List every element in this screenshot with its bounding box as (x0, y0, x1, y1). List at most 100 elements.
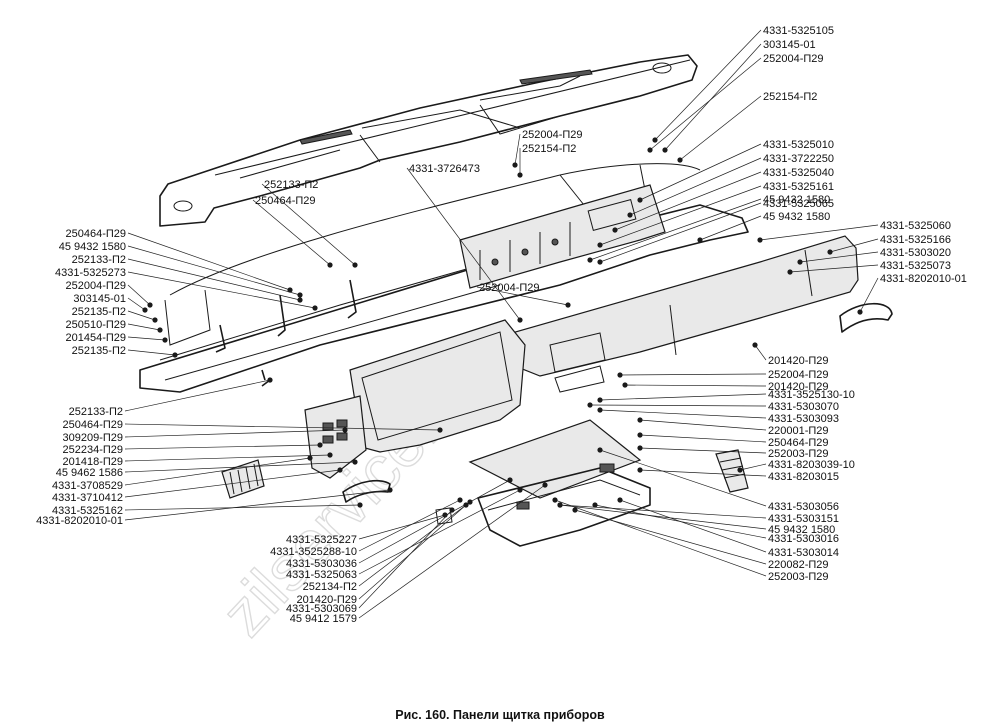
part-label: 252135-П2 (72, 345, 126, 357)
callout-labels: 4331-5325105303145-01252004-П29252154-П2… (36, 25, 967, 625)
part-label: 252134-П2 (303, 581, 357, 593)
fastener-marker (637, 467, 643, 473)
part-label: 4331-5325040 (763, 167, 834, 179)
part-label: 303145-01 (763, 39, 816, 51)
leader-line (559, 504, 767, 530)
leader-line (639, 447, 767, 454)
part-label: 4331-5325065 (763, 198, 834, 210)
fastener-marker (662, 147, 668, 153)
part-label: 252133-П2 (72, 254, 126, 266)
leader-line (127, 323, 161, 331)
fastener-marker (572, 507, 578, 513)
part-label: 250464-П29 (62, 419, 123, 431)
part-label: 4331-5325073 (880, 260, 951, 272)
part-label: 220082-П29 (768, 559, 829, 571)
leader-line (629, 157, 762, 216)
fastener-marker (637, 432, 643, 438)
part-label: 4331-5303014 (768, 547, 839, 559)
part-label: 4331-3726473 (409, 163, 480, 175)
part-label: 4331-5325227 (286, 534, 357, 546)
fastener-marker (617, 372, 623, 378)
callout-leaders (124, 29, 879, 619)
figure-caption: Рис. 160. Панели щитка приборов (395, 708, 605, 722)
fastener-marker (517, 487, 523, 493)
fastener-marker (297, 292, 303, 298)
fastener-marker (337, 467, 343, 473)
fastener-marker (157, 327, 163, 333)
leader-line (124, 457, 311, 486)
leader-line (124, 429, 346, 438)
part-label: 4331-8202010-01 (880, 273, 967, 285)
part-label: 252135-П2 (72, 306, 126, 318)
fastener-marker (652, 137, 658, 143)
leader-line (127, 349, 176, 356)
leader-line (124, 423, 441, 431)
part-label: 252004-П29 (479, 282, 540, 294)
part-label: 4331-5303056 (768, 501, 839, 513)
leader-line (127, 245, 301, 296)
leader-line (124, 454, 331, 462)
part-label: 252004-П29 (768, 369, 829, 381)
part-label: 250464-П29 (65, 228, 126, 240)
fastener-marker (507, 477, 513, 483)
leader-line (599, 393, 767, 401)
fastener-marker (647, 147, 653, 153)
leader-line (124, 461, 356, 473)
fastener-marker (147, 302, 153, 308)
leader-line (639, 419, 767, 431)
leader-line (799, 251, 879, 263)
glove-box (468, 419, 651, 547)
leader-line (514, 133, 521, 166)
small-brackets (215, 279, 357, 387)
leader-line (127, 258, 301, 301)
fastener-marker (617, 497, 623, 503)
fastener-marker (552, 497, 558, 503)
leader-line (406, 167, 521, 321)
leader-line (599, 449, 767, 507)
leader-line (124, 489, 391, 521)
fastener-marker (797, 259, 803, 265)
fastener-marker (637, 197, 643, 203)
part-label: 4331-3710412 (52, 492, 123, 504)
leader-line (829, 238, 879, 253)
part-label: 201418-П29 (62, 456, 123, 468)
leader-line (639, 434, 767, 443)
part-label: 4331-3525130-10 (768, 389, 855, 401)
leader-line (358, 514, 446, 540)
fastener-marker (597, 447, 603, 453)
fastener-marker (597, 259, 603, 265)
leader-line (639, 143, 762, 201)
part-label: 4331-5303069 (286, 603, 357, 615)
leader-line (759, 224, 879, 241)
fastener-marker (327, 452, 333, 458)
fastener-marker (297, 297, 303, 303)
fastener-marker (542, 482, 548, 488)
part-label: 4331-8203015 (768, 471, 839, 483)
fastener-marker (597, 242, 603, 248)
leader-line (614, 171, 762, 231)
leader-line (589, 404, 767, 407)
fastener-marker (787, 269, 793, 275)
leader-line (127, 284, 151, 306)
leader-line (124, 469, 341, 498)
fastener-marker (327, 262, 333, 268)
part-label: 252133-П2 (264, 179, 318, 191)
fastener-marker (557, 502, 563, 508)
fastener-marker (437, 427, 443, 433)
fastener-marker (737, 467, 743, 473)
leader-line (358, 489, 521, 575)
part-label: 45 9412 1579 (290, 613, 357, 625)
part-label: 201420-П29 (296, 594, 357, 606)
part-label: 252133-П2 (69, 406, 123, 418)
part-label: 4331-5303020 (880, 247, 951, 259)
fastener-marker (752, 342, 758, 348)
fastener-marker (857, 309, 863, 315)
fastener-marker (387, 487, 393, 493)
part-label: 252234-П29 (62, 444, 123, 456)
leader-line (639, 469, 767, 477)
part-label: 4331-5325010 (763, 139, 834, 151)
fastener-marker (317, 442, 323, 448)
part-label: 4331-3708529 (52, 480, 123, 492)
part-label: 252154-П2 (522, 143, 576, 155)
